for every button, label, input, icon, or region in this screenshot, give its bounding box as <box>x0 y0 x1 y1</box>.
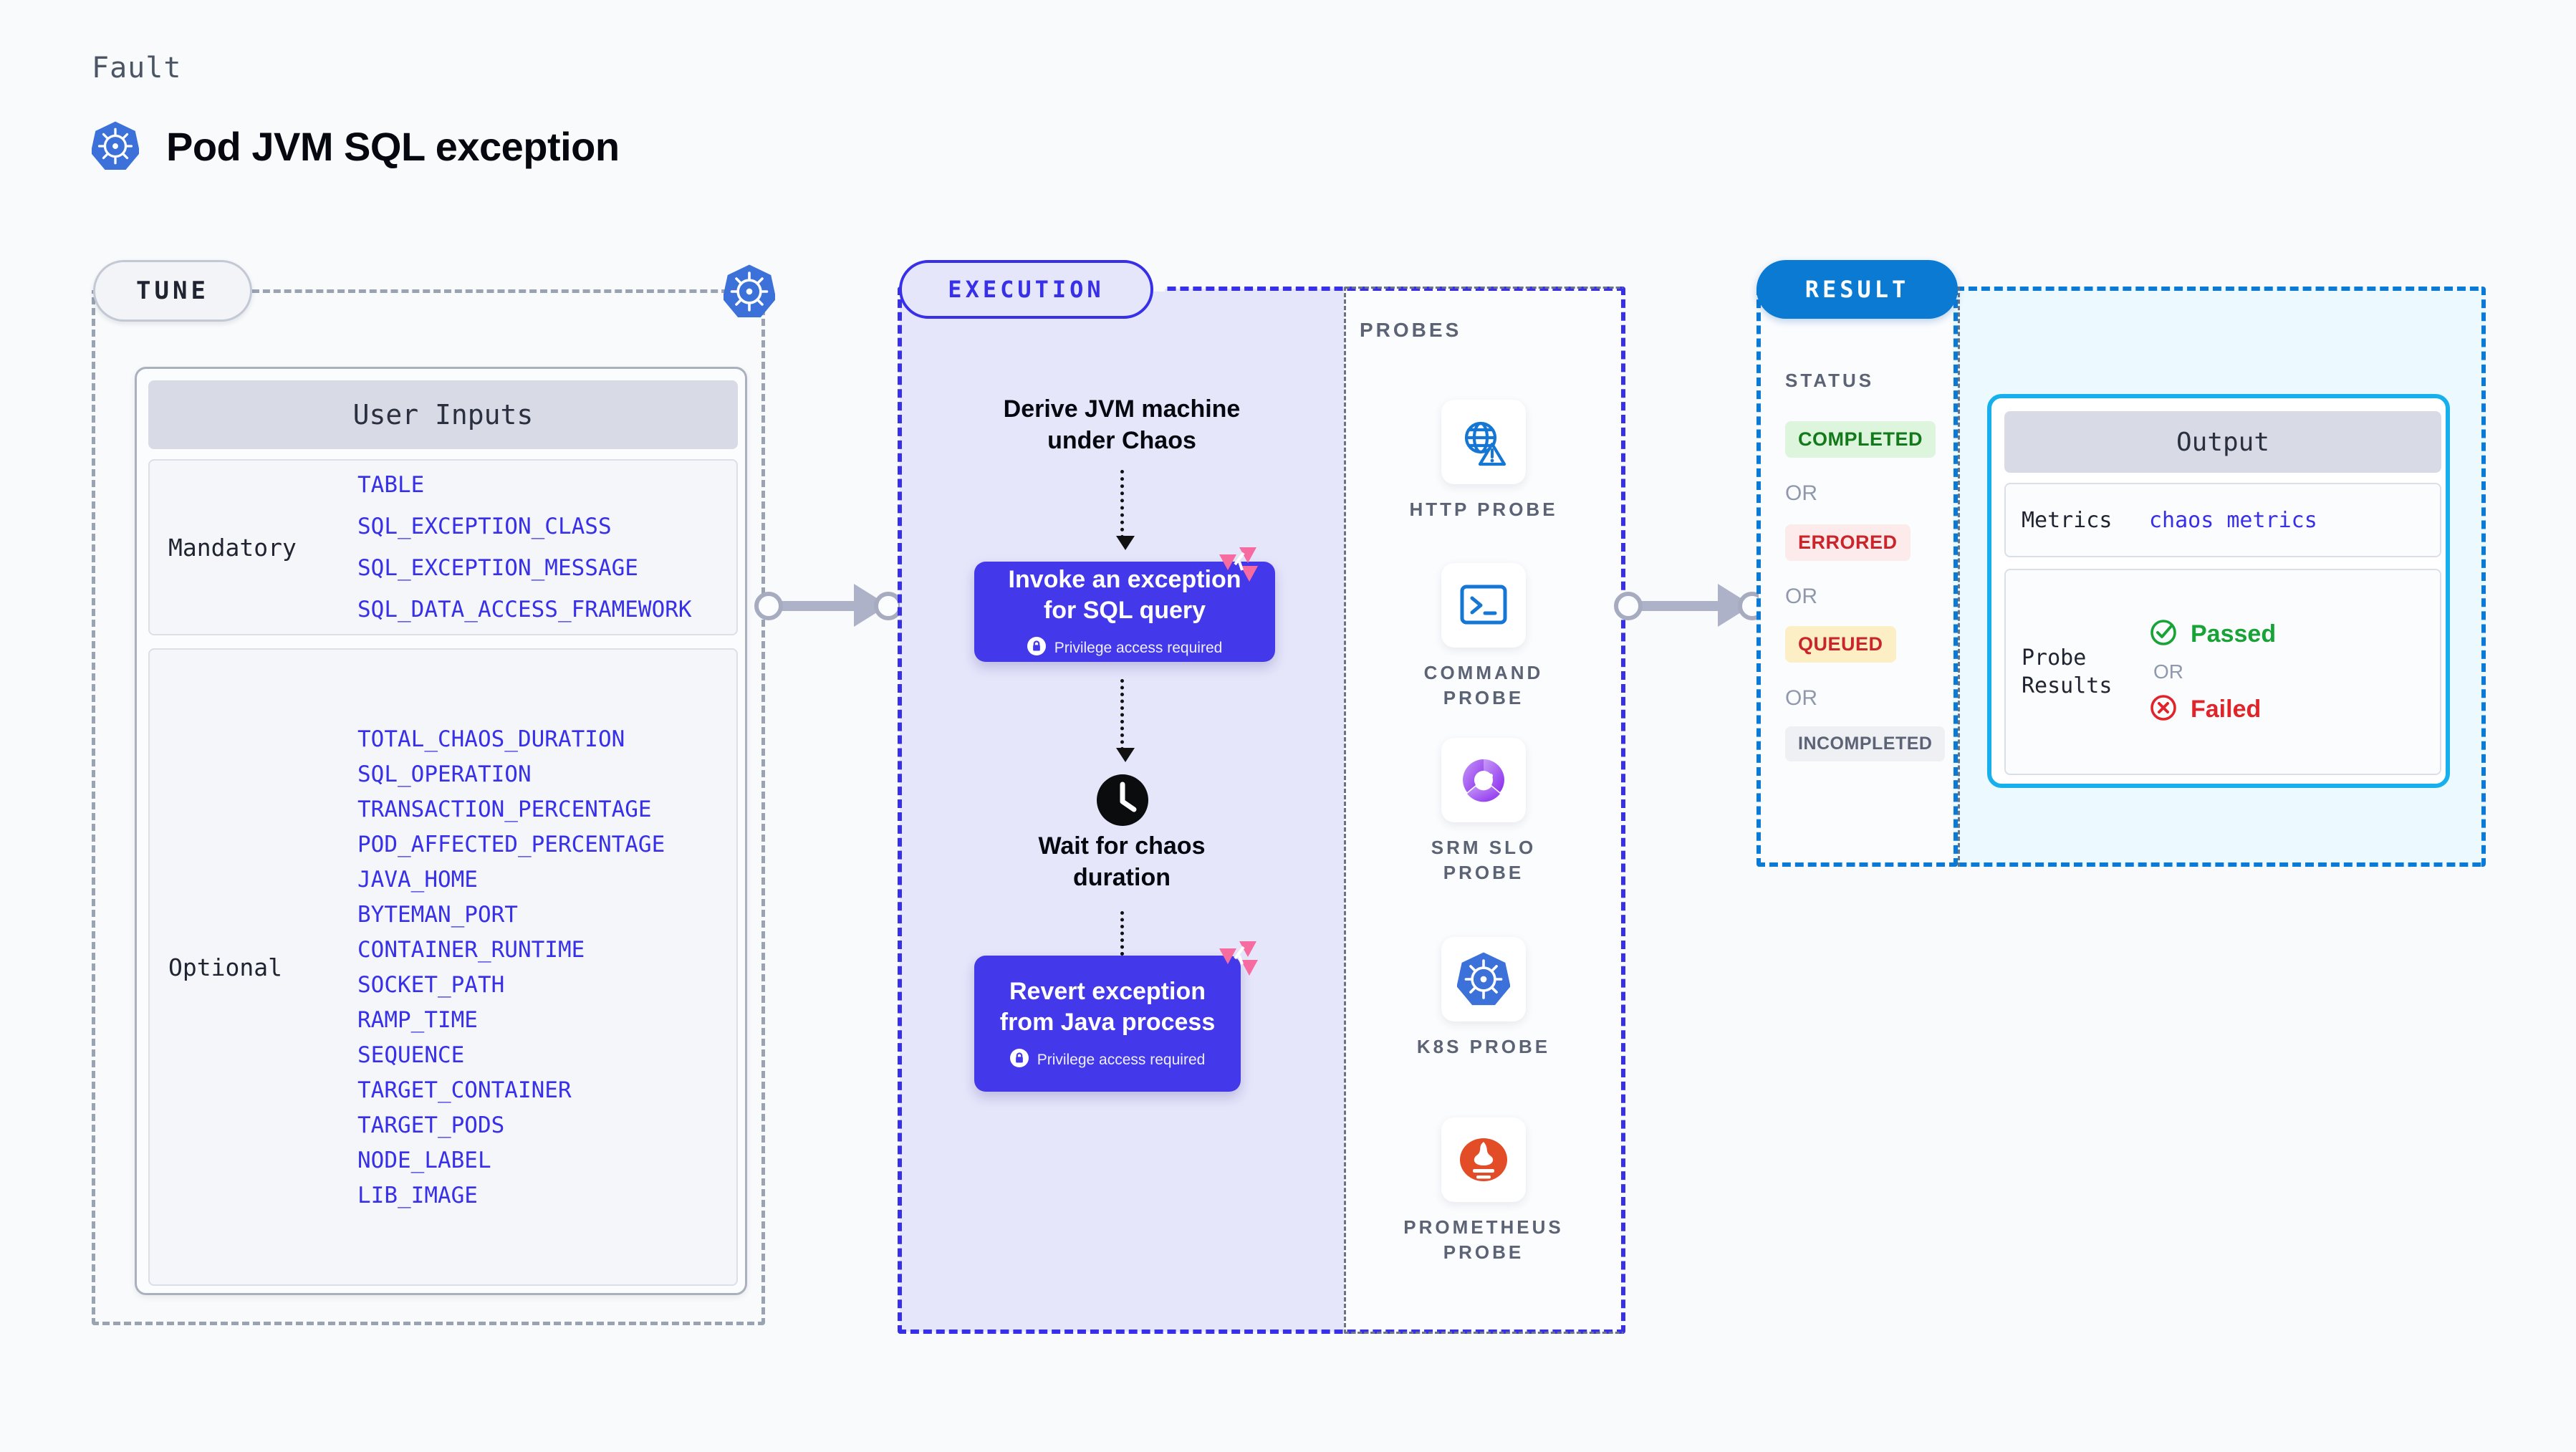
probe-label: K8S PROBE <box>1416 1036 1551 1057</box>
status-title: STATUS <box>1785 370 1875 391</box>
param-item[interactable]: POD_AFFECTED_PERCENTAGE <box>357 831 665 857</box>
status-or: OR <box>1785 585 1817 608</box>
step-derive-jvm: Derive JVM machine under Chaos <box>1003 395 1241 454</box>
probe-label: HTTP PROBE <box>1409 499 1558 520</box>
kubernetes-icon <box>1441 937 1526 1021</box>
harness-logo-icon <box>1218 546 1258 587</box>
prometheus-icon <box>1441 1117 1526 1202</box>
privilege-note: Privilege access required <box>1009 1049 1206 1071</box>
step-wait-chaos: Wait for chaos duration <box>1038 832 1206 891</box>
failed-label: Failed <box>2191 696 2262 723</box>
clock-icon <box>1095 772 1150 832</box>
privilege-text: Privilege access required <box>1037 1051 1206 1068</box>
output-title: Output <box>2004 411 2441 473</box>
arrow-execution-to-result <box>1613 584 1771 627</box>
execution-zone-border <box>898 287 1625 1334</box>
output-card: Output Metrics chaos metrics Probe Resul… <box>1987 394 2450 788</box>
param-item[interactable]: TOTAL_CHAOS_DURATION <box>357 726 625 752</box>
probe-k8s[interactable]: K8S PROBE <box>1344 937 1623 1059</box>
fault-kicker: Fault <box>92 52 182 85</box>
flow-arrow-2 <box>1116 679 1135 762</box>
param-item[interactable]: SQL_OPERATION <box>357 761 532 787</box>
privilege-note: Privilege access required <box>1027 637 1223 659</box>
metrics-value[interactable]: chaos metrics <box>2149 507 2317 533</box>
arrow-tune-to-execution <box>754 584 904 627</box>
kubernetes-icon <box>92 120 139 172</box>
probe-result-failed: Failed <box>2149 693 2276 726</box>
probe-results-key: Probe Results <box>2022 645 2113 698</box>
tune-dashed-connector <box>252 289 739 293</box>
x-circle-icon <box>2149 693 2178 726</box>
probe-results-row: Probe Results Passed OR <box>2004 569 2441 775</box>
param-item[interactable]: LIB_IMAGE <box>357 1182 478 1208</box>
optional-label: Optional <box>168 953 282 981</box>
probes-title: PROBES <box>1360 319 1462 341</box>
param-item[interactable]: SEQUENCE <box>357 1042 465 1068</box>
status-or: OR <box>1785 481 1817 505</box>
mandatory-params-block: Mandatory TABLE SQL_EXCEPTION_CLASS SQL_… <box>148 459 738 635</box>
execution-pill[interactable]: EXECUTION <box>899 260 1153 319</box>
tune-pill[interactable]: TUNE <box>93 260 252 322</box>
param-item[interactable]: JAVA_HOME <box>357 866 478 893</box>
probe-result-passed: Passed <box>2149 618 2276 650</box>
optional-params-block: Optional TOTAL_CHAOS_DURATION SQL_OPERAT… <box>148 648 738 1286</box>
metrics-key: Metrics <box>2022 507 2113 533</box>
status-badge-queued: QUEUED <box>1785 626 1896 663</box>
result-zone-fill <box>1759 289 1958 865</box>
param-item[interactable]: SQL_DATA_ACCESS_FRAMEWORK <box>357 597 692 622</box>
probe-label: COMMAND PROBE <box>1423 662 1544 709</box>
status-badge-incompleted: INCOMPLETED <box>1785 726 1946 761</box>
mandatory-label: Mandatory <box>168 533 297 562</box>
param-item[interactable]: TARGET_PODS <box>357 1112 505 1138</box>
probe-command[interactable]: COMMAND PROBE <box>1344 563 1623 711</box>
status-badge-completed: COMPLETED <box>1785 421 1936 458</box>
probe-result-or: OR <box>2153 660 2183 683</box>
invoke-exception-box[interactable]: Invoke an exception for SQL query Privil… <box>974 562 1275 662</box>
page-title: Pod JVM SQL exception <box>166 123 620 169</box>
probe-label: SRM SLO PROBE <box>1431 837 1537 884</box>
param-item[interactable]: SQL_EXCEPTION_CLASS <box>357 514 612 539</box>
param-item[interactable]: SOCKET_PATH <box>357 971 505 998</box>
status-badge-errored: ERRORED <box>1785 524 1911 561</box>
flow-arrow-1 <box>1116 470 1135 550</box>
check-circle-icon <box>2149 618 2178 650</box>
probes-zone-border <box>1344 287 1623 1334</box>
probe-results-values: Passed OR Failed <box>2149 618 2276 726</box>
user-inputs-title: User Inputs <box>148 380 738 449</box>
kubernetes-icon <box>722 264 777 323</box>
lock-icon <box>1009 1049 1029 1071</box>
srm-slo-icon <box>1441 738 1526 822</box>
privilege-text: Privilege access required <box>1054 639 1223 656</box>
param-item[interactable]: RAMP_TIME <box>357 1006 478 1033</box>
status-or: OR <box>1785 686 1817 710</box>
tune-zone-top-mask <box>92 284 765 290</box>
user-inputs-card: User Inputs Mandatory TABLE SQL_EXCEPTIO… <box>135 367 747 1295</box>
result-zone-divider <box>1958 287 1960 867</box>
param-item[interactable]: TABLE <box>357 472 425 498</box>
passed-label: Passed <box>2191 620 2277 648</box>
metrics-row: Metrics chaos metrics <box>2004 483 2441 557</box>
revert-exception-title: Revert exception from Java process <box>999 977 1216 1036</box>
page-title-row: Pod JVM SQL exception <box>92 120 620 172</box>
param-item[interactable]: NODE_LABEL <box>357 1147 491 1173</box>
param-item[interactable]: BYTEMAN_PORT <box>357 901 518 928</box>
param-item[interactable]: TARGET_CONTAINER <box>357 1077 572 1103</box>
probe-label: PROMETHEUS PROBE <box>1403 1216 1564 1264</box>
param-item[interactable]: TRANSACTION_PERCENTAGE <box>357 796 652 822</box>
revert-exception-box[interactable]: Revert exception from Java process Privi… <box>974 956 1241 1092</box>
param-item[interactable]: SQL_EXCEPTION_MESSAGE <box>357 555 638 581</box>
mandatory-param-list: TABLE SQL_EXCEPTION_CLASS SQL_EXCEPTION_… <box>357 472 692 622</box>
param-item[interactable]: CONTAINER_RUNTIME <box>357 936 585 963</box>
optional-param-list: TOTAL_CHAOS_DURATION SQL_OPERATION TRANS… <box>357 726 665 1208</box>
terminal-icon <box>1441 563 1526 648</box>
probe-srm-slo[interactable]: SRM SLO PROBE <box>1344 738 1623 885</box>
result-pill[interactable]: RESULT <box>1756 260 1958 319</box>
lock-icon <box>1027 637 1046 659</box>
probe-prometheus[interactable]: PROMETHEUS PROBE <box>1344 1117 1623 1265</box>
globe-warning-icon <box>1441 400 1526 484</box>
harness-logo-icon <box>1218 940 1258 981</box>
probe-http[interactable]: HTTP PROBE <box>1344 400 1623 522</box>
invoke-exception-title: Invoke an exception for SQL query <box>1008 565 1241 624</box>
